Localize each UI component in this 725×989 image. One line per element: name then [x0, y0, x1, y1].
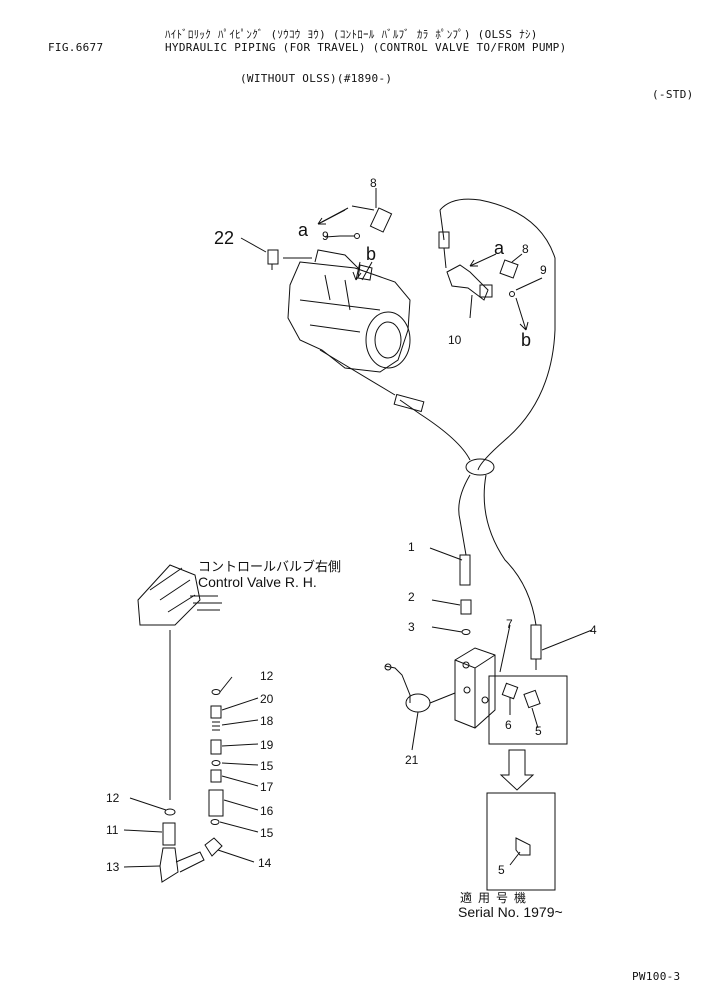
- sensor-21: [384, 663, 456, 713]
- elbow-10: [446, 264, 493, 301]
- pump-assembly: [287, 249, 411, 373]
- callout-10: 10: [448, 333, 462, 347]
- callout-19: 19: [260, 738, 274, 752]
- callout-12: 12: [260, 669, 274, 683]
- spec-label: (-STD): [652, 88, 694, 101]
- callout-18: 18: [260, 714, 274, 728]
- callout-12: 12: [106, 791, 120, 805]
- callout-20: 20: [260, 692, 274, 706]
- callout-1: 1: [408, 540, 415, 554]
- subtitle: (WITHOUT OLSS)(#1890-): [240, 72, 393, 85]
- title-japanese: ﾊｲﾄﾞﾛﾘｯｸ ﾊﾟｲﾋﾟﾝｸﾞ (ｿｳｺｳ ﾖｳ) (ｺﾝﾄﾛｰﾙ ﾊﾞﾙﾌ…: [165, 28, 538, 41]
- callout-14: 14: [258, 856, 272, 870]
- callout-22: 22: [214, 228, 235, 248]
- callout-2: 2: [408, 590, 415, 604]
- callout-11: 11: [106, 823, 119, 837]
- callout-5: 5: [535, 724, 542, 738]
- callout-7: 7: [506, 617, 513, 631]
- control-valve: [137, 564, 222, 626]
- serial-label-en: Serial No. 1979~: [458, 904, 563, 920]
- callout-15: 15: [260, 759, 274, 773]
- callout-9: 9: [322, 229, 329, 243]
- control-valve-label-en: Control Valve R. H.: [198, 574, 317, 590]
- connector-8-top: [321, 195, 393, 233]
- fitting-22: [267, 249, 312, 270]
- callout-17: 17: [260, 780, 274, 794]
- callout-3: 3: [408, 620, 415, 634]
- leader-lines: [123, 188, 593, 868]
- callout-b: b: [521, 330, 532, 350]
- callout-6: 6: [505, 718, 512, 732]
- callout-21: 21: [405, 753, 419, 767]
- page-code: PW100-3: [632, 970, 681, 983]
- callout-a: a: [298, 220, 309, 240]
- callout-8: 8: [522, 242, 529, 256]
- control-valve-label-ja: コントロールバルブ右側: [198, 560, 342, 575]
- callout-13: 13: [106, 860, 120, 874]
- callout-a: a: [494, 238, 505, 258]
- callout-b: b: [366, 244, 377, 264]
- serial-label-ja: 適用号機: [460, 891, 533, 905]
- callout-15: 15: [260, 826, 274, 840]
- callout-16: 16: [260, 804, 274, 818]
- valve-block: [454, 647, 496, 729]
- tee-13: [159, 847, 205, 883]
- title-english: HYDRAULIC PIPING (FOR TRAVEL) (CONTROL V…: [165, 41, 567, 54]
- callout-8: 8: [370, 176, 377, 190]
- callout-4: 4: [590, 623, 597, 637]
- figure-number: FIG.6677: [48, 41, 104, 54]
- callout-9: 9: [540, 263, 547, 277]
- callout-5: 5: [498, 863, 505, 877]
